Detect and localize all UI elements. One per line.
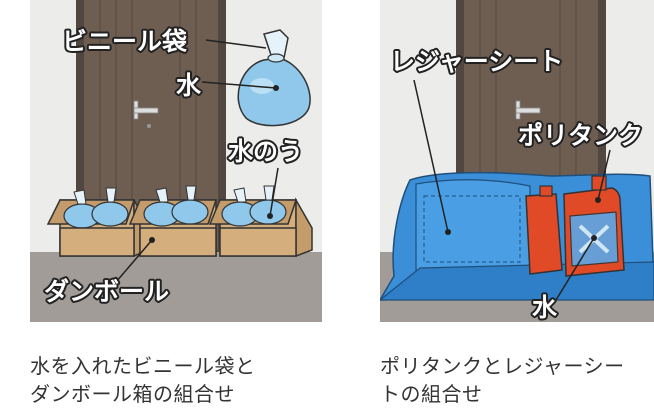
floor bbox=[30, 252, 322, 322]
label-tank: ポリタンク bbox=[518, 121, 643, 150]
caption-right-line1: ポリタンクとレジャーシー bbox=[380, 354, 625, 378]
caption-left-line1: 水を入れたビニール袋と bbox=[30, 354, 256, 378]
sandbag-cardboard-scene: ビニール袋 水 水のう ダンボール bbox=[30, 0, 322, 322]
cardboard-boxes bbox=[46, 185, 313, 258]
polytank-sheet-scene: レジャーシート ポリタンク 水 bbox=[380, 0, 654, 322]
label-bag: ビニール袋 bbox=[62, 27, 188, 56]
caption-right-line2: トの組合せ bbox=[380, 382, 483, 406]
caption-right: ポリタンクとレジャーシー トの組合せ bbox=[380, 352, 654, 408]
label-sheet: レジャーシート bbox=[390, 47, 563, 76]
label-water: 水 bbox=[532, 293, 558, 322]
caption-left-line2: ダンボール箱の組合せ bbox=[30, 382, 235, 406]
label-cardboard: ダンボール bbox=[44, 277, 169, 306]
left-illustration: ビニール袋 水 水のう ダンボール bbox=[30, 0, 322, 322]
right-illustration: レジャーシート ポリタンク 水 bbox=[380, 0, 654, 322]
water-bag-icon bbox=[237, 29, 311, 127]
label-sandbag: 水のう bbox=[228, 137, 303, 166]
caption-left: 水を入れたビニール袋と ダンボール箱の組合せ bbox=[30, 352, 256, 408]
label-water: 水 bbox=[176, 71, 202, 100]
